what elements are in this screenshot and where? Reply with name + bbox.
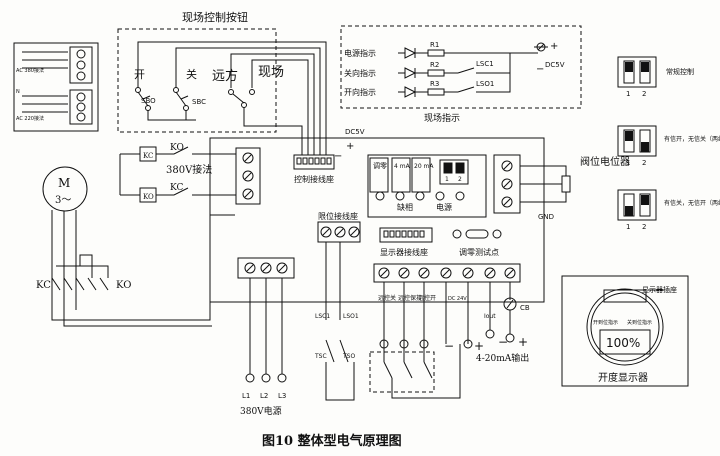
sbc-label: SBC <box>192 98 206 106</box>
power-label: 电源 <box>436 202 452 212</box>
mode-1-digit-2: 2 <box>642 90 646 98</box>
mode-3-digit-2: 2 <box>642 223 646 231</box>
open-button-label: 开 <box>134 68 145 81</box>
motor-symbol <box>42 166 88 212</box>
mode-2-digit-1: 1 <box>626 159 630 167</box>
cb-label: CB <box>520 304 530 312</box>
field-buttons-box <box>117 28 277 133</box>
bottom-minus-left: − <box>444 339 454 353</box>
power-380v-label: 380V电源 <box>240 405 282 417</box>
bottom-minus-right: − <box>498 335 508 349</box>
line-l2: L2 <box>260 392 268 400</box>
lsc1-bottom: LSC1 <box>315 313 330 320</box>
display-header: 显示器插座 <box>642 285 677 294</box>
close-button-label: 关 <box>186 67 197 81</box>
mode-switch-normal <box>617 56 657 88</box>
zero-test-label: 调零测试点 <box>459 247 499 257</box>
iout-label: Iout <box>484 313 496 320</box>
indicator-row-1: 电源指示 <box>344 48 376 58</box>
indicator-title: 现场指示 <box>424 112 460 124</box>
ko-coil-label: KO <box>143 193 154 201</box>
ko-contact-label: KO <box>170 143 184 153</box>
ac380-label: AC 380接法 <box>16 67 44 74</box>
adjust-label: 调零 <box>373 161 387 170</box>
resistor-r1: R1 <box>430 41 439 49</box>
ma20-label: 20 mA <box>414 163 434 170</box>
board-dip-1: 1 <box>445 176 449 183</box>
ac220-label: AC 220接法 <box>16 115 44 122</box>
remote-label: 远方 <box>212 68 238 84</box>
dc5v-plus: + <box>346 141 354 152</box>
display-terminal-label: 显示器接线座 <box>380 247 428 257</box>
field-buttons-title: 现场控制按钮 <box>182 10 248 24</box>
kc-main-label: KC <box>36 280 51 291</box>
bt-remote-close: 远控关 <box>378 294 396 302</box>
display-name: 开度显示器 <box>598 371 648 384</box>
switch-lsc1: LSC1 <box>476 60 494 68</box>
dc5v-minus: − <box>334 151 342 162</box>
display-open-ind: 开到位指示 <box>593 319 618 326</box>
bt-remote-open: 远控开 <box>418 294 436 302</box>
wiring-380v-label: 380V接法 <box>166 163 212 176</box>
sbo-label: SBO <box>141 97 156 105</box>
mini-wiring-box <box>13 42 99 132</box>
figure-caption: 图10 整体型电气原理图 <box>262 433 402 449</box>
mode-signal-close-text: 有信关，无信开（两线控制） <box>664 199 720 207</box>
output-label: 4-20mA输出 <box>476 352 529 364</box>
switch-lso1: LSO1 <box>476 80 494 88</box>
resistor-r2: R2 <box>430 61 439 69</box>
kc-contact-label: KC <box>170 183 183 193</box>
control-terminal-label: 控制接线座 <box>294 174 334 184</box>
pot-label: 阀位电位器 <box>580 155 630 168</box>
main-board <box>209 137 545 303</box>
tsc-label: TSC <box>314 353 327 360</box>
motor-m: M <box>58 176 70 190</box>
mode-normal-text: 常规控制 <box>666 67 694 76</box>
mode-switch-signal-open <box>617 125 657 157</box>
indicator-minus: − <box>536 64 544 75</box>
local-label: 现场 <box>258 65 284 80</box>
bottom-plus-left: + <box>474 339 484 353</box>
line-l1: L1 <box>242 392 250 400</box>
indicator-voltage: DC5V <box>545 61 565 69</box>
lack-phase-label: 缺相 <box>397 202 413 212</box>
dc24-label: DC 24V <box>448 296 467 302</box>
display-value: 100% <box>606 336 640 350</box>
ma4-label: 4 mA <box>394 163 411 170</box>
display-close-ind: 关到位指示 <box>627 319 652 326</box>
ko-main-label: KO <box>116 280 131 291</box>
gnd-label: GND <box>538 213 554 221</box>
mode-signal-open-text: 有信开，无信关（两线控制） <box>664 135 720 143</box>
board-dip-2: 2 <box>458 176 462 183</box>
bt-remote-hold: 远控保持 <box>398 294 422 302</box>
lso1-bottom: LSO1 <box>343 313 359 320</box>
dc5v-label: DC5V <box>345 128 365 136</box>
indicator-row-3: 开向指示 <box>344 87 376 97</box>
motor-phase: 3～ <box>55 195 71 206</box>
indicator-row-2: 关向指示 <box>344 68 376 78</box>
limit-terminal-label: 限位接线座 <box>318 211 358 221</box>
n-label: N <box>16 89 20 95</box>
tso-label: TSO <box>342 353 355 360</box>
mode-switch-signal-close <box>617 189 657 221</box>
kc-coil-label: KC <box>143 152 153 160</box>
resistor-r3: R3 <box>430 80 439 88</box>
display-module <box>561 275 689 387</box>
mode-3-digit-1: 1 <box>626 223 630 231</box>
line-l3: L3 <box>278 392 286 400</box>
bottom-plus-right: + <box>518 335 528 349</box>
indicator-plus: + <box>550 41 558 52</box>
field-indicator-box <box>340 25 582 109</box>
mode-1-digit-1: 1 <box>626 90 630 98</box>
mode-2-digit-2: 2 <box>642 159 646 167</box>
